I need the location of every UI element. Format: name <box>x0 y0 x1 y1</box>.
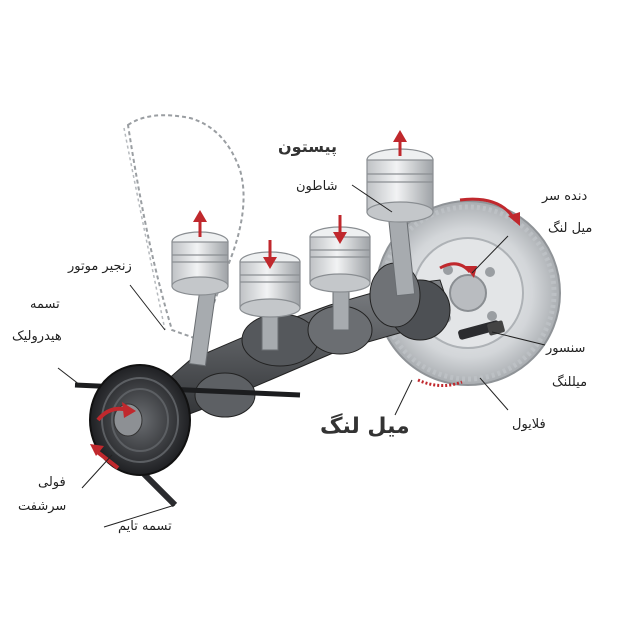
leader-lines <box>57 184 546 528</box>
motion-arrows <box>90 130 520 470</box>
piston-shapes <box>171 148 434 318</box>
label-crank-sensor-line2: میللنگ <box>552 375 588 390</box>
label-conrod: شاطون <box>296 179 338 194</box>
label-piston: پیستون <box>278 137 338 156</box>
timing-chain-shape <box>126 114 245 342</box>
label-timing-belt: تسمه تایم <box>118 519 172 534</box>
label-ring-gear-line1: دنده سر <box>542 189 588 204</box>
crank-sensor-shape <box>458 320 505 340</box>
label-ring-gear-line2: میل لنگ <box>548 221 593 236</box>
label-crank-pulley-line2: سرشفت <box>18 499 67 514</box>
label-crankshaft: میل لنگ <box>320 414 410 439</box>
label-flywheel: فلایول <box>512 417 546 432</box>
label-crank-pulley-line1: فولی <box>38 475 66 490</box>
label-hydraulic-belt-line1: تسمه <box>30 297 60 312</box>
label-timing-chain: زنجیر موتور <box>68 259 132 274</box>
label-hydraulic-belt-line2: هیدرولیک <box>12 329 62 344</box>
label-crank-sensor-line1: سنسور <box>546 341 586 356</box>
crank-pulley-shape <box>89 364 191 476</box>
